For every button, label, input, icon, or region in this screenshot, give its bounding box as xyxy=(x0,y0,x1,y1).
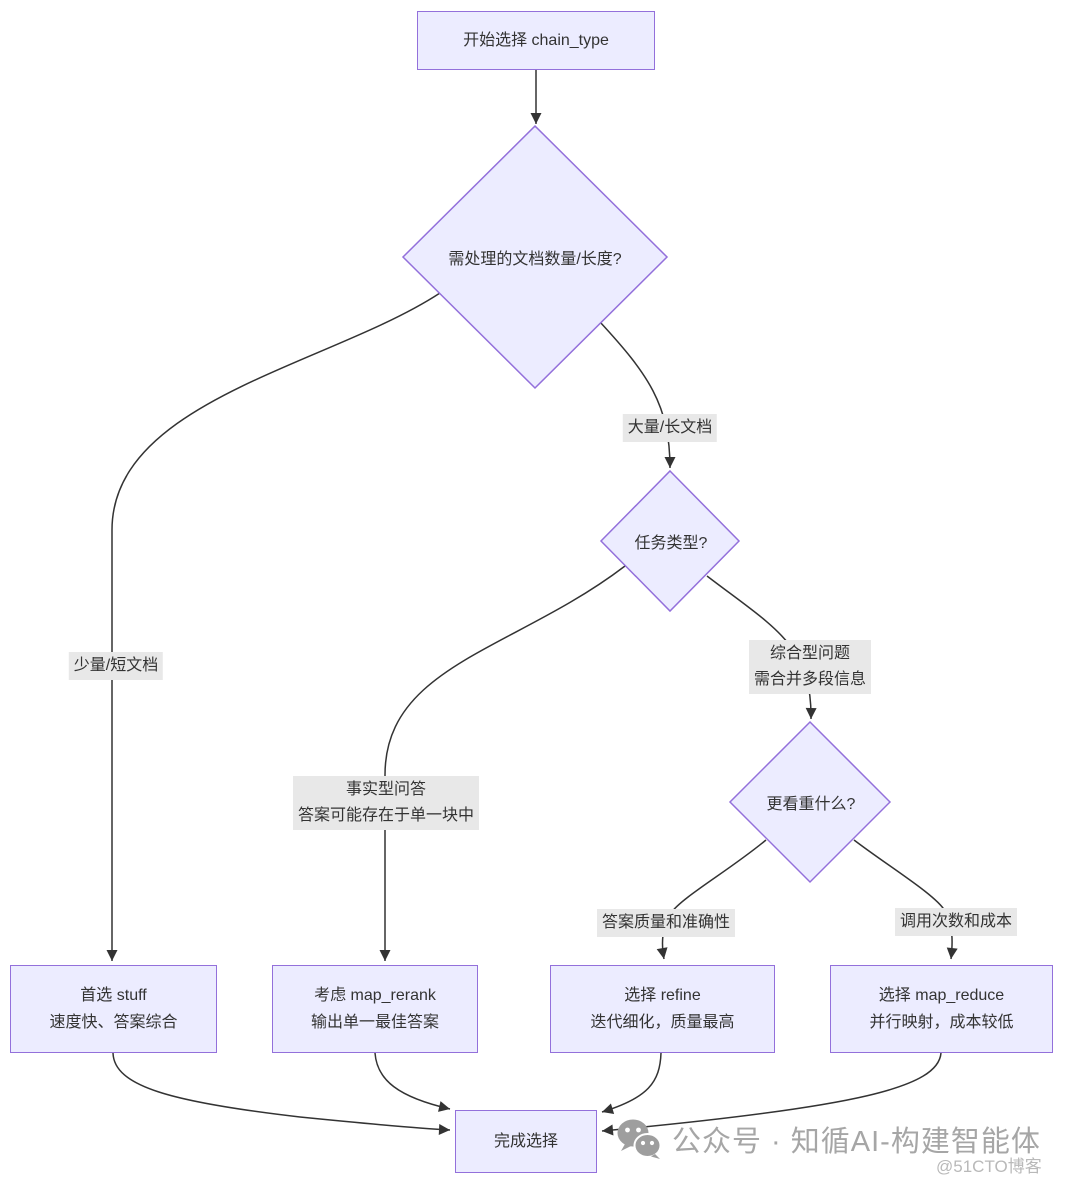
decision-doc-diamond xyxy=(401,124,669,390)
edge-label-synthesis: 综合型问题 需合并多段信息 xyxy=(748,640,872,694)
edge-label-synthesis-line1: 综合型问题 xyxy=(769,645,851,662)
edge-task-decision-to-map-rerank xyxy=(379,565,626,961)
edge-stuff-to-done xyxy=(112,1052,451,1135)
node-map-rerank-line1: 考虑 map_rerank xyxy=(314,987,436,1004)
node-map-rerank-line2: 输出单一最佳答案 xyxy=(310,1014,439,1031)
edge-label-quality: 答案质量和准确性 xyxy=(596,909,736,937)
edge-label-few: 少量/短文档 xyxy=(68,652,164,680)
edge-map-reduce-to-done xyxy=(601,1052,942,1136)
node-map-reduce-line2: 并行映射，成本较低 xyxy=(869,1014,1014,1031)
edge-task-decision-to-priority-decision xyxy=(706,575,817,720)
edge-label-factual-line1: 事实型问答 xyxy=(345,781,427,798)
edge-priority-decision-to-refine xyxy=(656,839,767,960)
watermark: 公众号 · 知循AI-构建智能体 xyxy=(616,1118,1041,1160)
node-refine: 选择 refine 迭代细化，质量最高 xyxy=(550,965,775,1053)
watermark-attribution: @51CTO博客 xyxy=(936,1157,1042,1176)
decision-task-diamond xyxy=(599,469,741,613)
node-map-reduce-line1: 选择 map_reduce xyxy=(878,987,1005,1004)
node-refine-line1: 选择 refine xyxy=(624,987,701,1004)
watermark-text: 公众号 · 知循AI-构建智能体 xyxy=(672,1126,1041,1158)
edge-doc-decision-to-task-decision xyxy=(599,321,676,469)
edge-label-factual: 事实型问答 答案可能存在于单一块中 xyxy=(292,776,480,830)
node-stuff-line2: 速度快、答案综合 xyxy=(49,1014,178,1031)
node-start-label: 开始选择 chain_type xyxy=(463,32,609,49)
decision-doc-label: 需处理的文档数量/长度? xyxy=(448,251,622,268)
edge-map-rerank-to-done xyxy=(374,1052,451,1112)
node-map-reduce: 选择 map_reduce 并行映射，成本较低 xyxy=(830,965,1053,1053)
edge-label-factual-line2: 答案可能存在于单一块中 xyxy=(297,807,475,824)
node-stuff: 首选 stuff 速度快、答案综合 xyxy=(10,965,217,1053)
decision-task-label: 任务类型? xyxy=(634,535,708,552)
decision-priority-diamond xyxy=(728,720,892,884)
decision-priority-label: 更看重什么? xyxy=(766,796,856,813)
edge-priority-decision-to-map-reduce xyxy=(853,839,958,960)
node-refine-line2: 迭代细化，质量最高 xyxy=(590,1014,735,1031)
edge-label-synthesis-line2: 需合并多段信息 xyxy=(753,671,867,688)
edge-doc-decision-to-stuff xyxy=(106,292,441,961)
node-stuff-line1: 首选 stuff xyxy=(80,987,147,1004)
node-map-rerank: 考虑 map_rerank 输出单一最佳答案 xyxy=(272,965,478,1053)
edge-refine-to-done xyxy=(601,1052,662,1115)
edge-label-many: 大量/长文档 xyxy=(622,414,718,442)
wechat-icon xyxy=(617,1119,662,1159)
node-start: 开始选择 chain_type xyxy=(417,11,655,70)
node-done-label: 完成选择 xyxy=(493,1133,558,1150)
edge-label-cost: 调用次数和成本 xyxy=(894,908,1018,936)
node-done: 完成选择 xyxy=(455,1110,597,1173)
